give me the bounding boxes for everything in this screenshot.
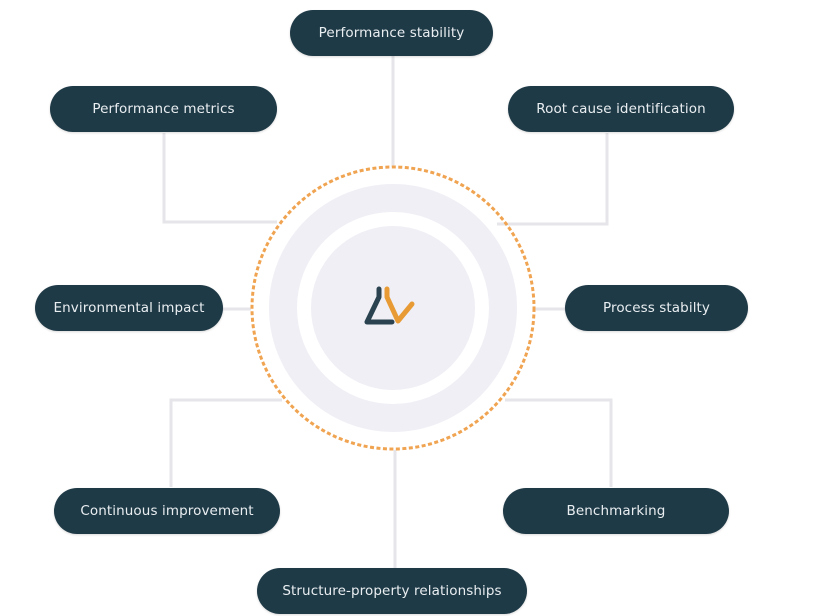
connector-top-right (497, 133, 609, 226)
dashed-ring (250, 165, 536, 451)
node-continuous-improvement[interactable]: Continuous improvement (54, 488, 280, 534)
connector-top-left (162, 133, 277, 224)
connector-bottom-left (169, 398, 282, 487)
connector-bottom-right (505, 398, 613, 487)
node-root-cause-identification[interactable]: Root cause identification (508, 86, 734, 132)
node-performance-metrics[interactable]: Performance metrics (50, 86, 277, 132)
node-performance-stability[interactable]: Performance stability (290, 10, 493, 56)
outer-disk-ring (269, 184, 517, 432)
node-structure-property-relationships[interactable]: Structure-property relationships (257, 568, 527, 614)
node-benchmarking[interactable]: Benchmarking (503, 488, 729, 534)
node-environmental-impact[interactable]: Environmental impact (35, 285, 223, 331)
flask-v-logo-icon (364, 286, 415, 325)
node-process-stability[interactable]: Process stabilty (565, 285, 748, 331)
